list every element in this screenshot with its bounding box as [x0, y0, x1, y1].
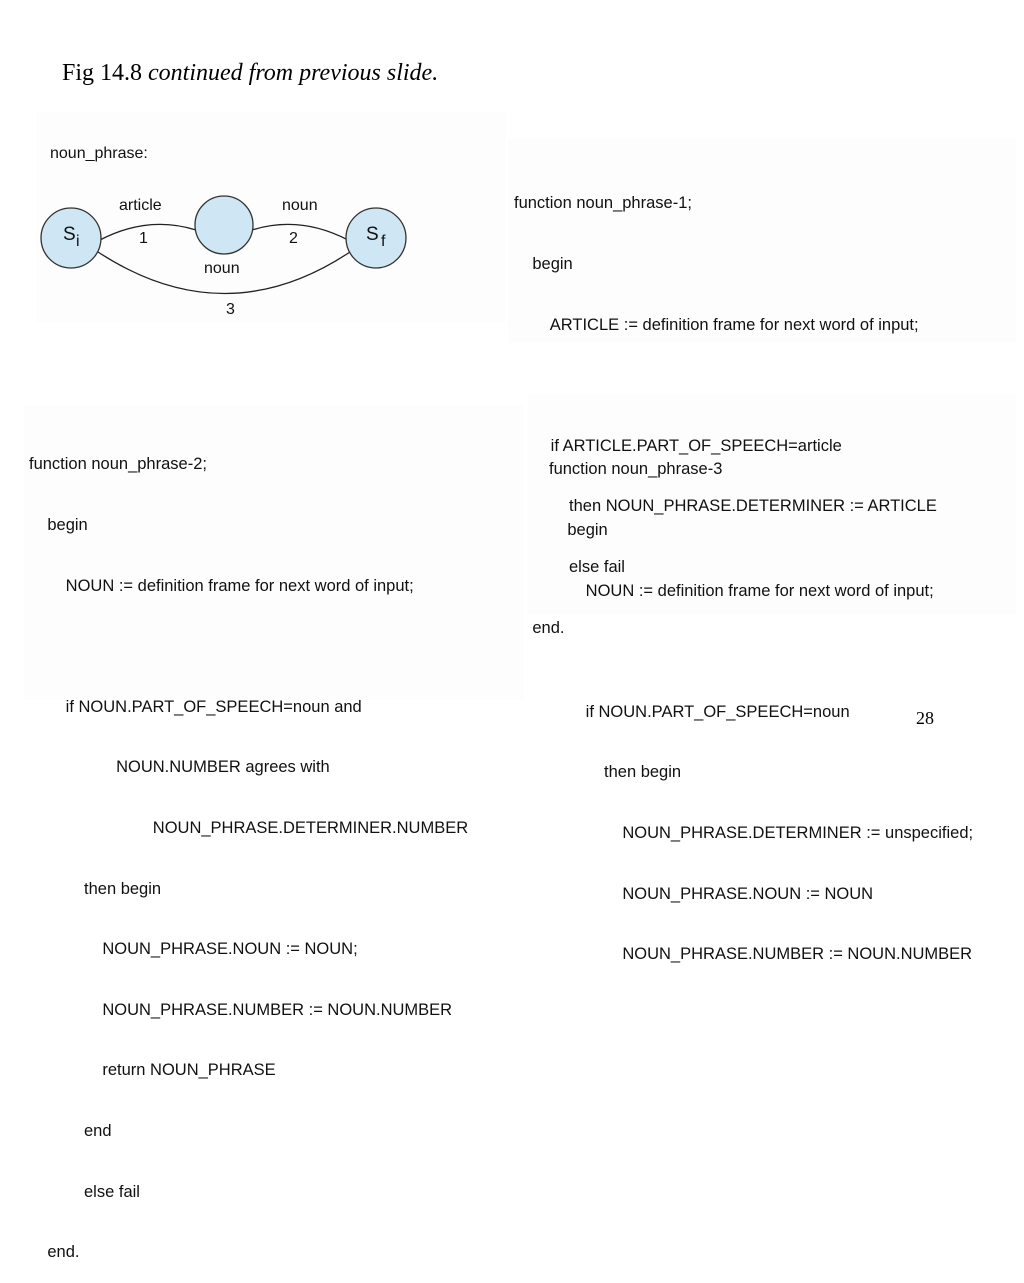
code-line: NOUN_PHRASE.NOUN := NOUN; — [29, 940, 358, 959]
code-line: else fail — [29, 1182, 140, 1201]
code-line: else fail — [514, 557, 625, 576]
title-italic: continued from previous slide. — [148, 60, 439, 86]
arc-2-number: 2 — [289, 230, 298, 247]
intermediate-state — [194, 195, 254, 255]
code-line: function noun_phrase-1; — [514, 194, 692, 213]
start-state-subscript: i — [76, 233, 80, 250]
code-line: then begin — [549, 763, 682, 782]
start-state-letter: S — [63, 224, 76, 245]
code-panel-3 — [528, 395, 1016, 615]
code-line: NOUN.NUMBER agrees with — [29, 758, 330, 777]
code-line: NOUN_PHRASE.NOUN := NOUN — [549, 884, 874, 903]
final-state — [345, 207, 407, 269]
code-line: end — [29, 1121, 112, 1140]
code-line: begin — [549, 521, 608, 539]
code-panel-1 — [508, 138, 1016, 343]
code-panel-2 — [24, 405, 524, 700]
arc-2-label: noun — [282, 197, 318, 214]
noun-phrase-transition-network: noun_phrase: S i S f article 1 noun 2 no… — [40, 145, 407, 318]
code-line: if NOUN.PART_OF_SPEECH=noun and — [29, 697, 362, 716]
code-block-noun-phrase-2: function noun_phrase-2; begin NOUN := de… — [29, 414, 468, 1283]
code-line: begin — [514, 255, 573, 273]
code-line: NOUN := definition frame for next word o… — [29, 576, 414, 595]
arc-1-number: 1 — [139, 230, 148, 247]
final-state-subscript: f — [381, 233, 386, 250]
final-state-letter: S — [366, 224, 379, 245]
page-number: 28 — [916, 708, 934, 728]
start-state — [40, 207, 102, 269]
diagram-heading: noun_phrase: — [50, 145, 148, 162]
slide-title: Fig 14.8 continued from previous slide. — [62, 60, 438, 87]
code-line: function noun_phrase-3 — [549, 460, 723, 479]
code-line: function noun_phrase-2; — [29, 455, 207, 474]
code-block-noun-phrase-3: function noun_phrase-3 begin NOUN := def… — [549, 419, 973, 985]
diagram-panel — [36, 112, 506, 322]
code-line: NOUN_PHRASE.NUMBER := NOUN.NUMBER — [29, 1000, 453, 1019]
code-line: end. — [29, 1243, 80, 1262]
code-line: begin — [29, 516, 88, 534]
code-line: ARTICLE := definition frame for next wor… — [514, 315, 919, 334]
title-prefix: Fig 14.8 — [62, 60, 149, 86]
code-line: NOUN_PHRASE.NUMBER := NOUN.NUMBER — [549, 945, 973, 964]
arc-2 — [251, 223, 349, 241]
code-block-noun-phrase-1: function noun_phrase-1; begin ARTICLE :=… — [514, 153, 937, 658]
code-line: NOUN_PHRASE.DETERMINER.NUMBER — [29, 818, 469, 837]
code-line: then begin — [29, 879, 162, 898]
code-line — [514, 375, 937, 395]
arc-3-label: noun — [204, 260, 240, 277]
code-line: end. — [514, 618, 565, 637]
code-line — [549, 641, 973, 661]
code-line: if ARTICLE.PART_OF_SPEECH=article — [514, 436, 842, 455]
arc-3 — [97, 251, 351, 295]
code-line: then NOUN_PHRASE.DETERMINER := ARTICLE — [514, 497, 937, 516]
arc-1 — [99, 223, 197, 241]
code-line — [29, 636, 468, 656]
arc-3-number: 3 — [226, 301, 235, 318]
code-line: return NOUN_PHRASE — [29, 1061, 276, 1080]
code-line: NOUN := definition frame for next word o… — [549, 581, 934, 600]
code-line: NOUN_PHRASE.DETERMINER := unspecified; — [549, 823, 974, 842]
code-line: if NOUN.PART_OF_SPEECH=noun — [549, 702, 850, 721]
arc-1-label: article — [119, 197, 162, 214]
